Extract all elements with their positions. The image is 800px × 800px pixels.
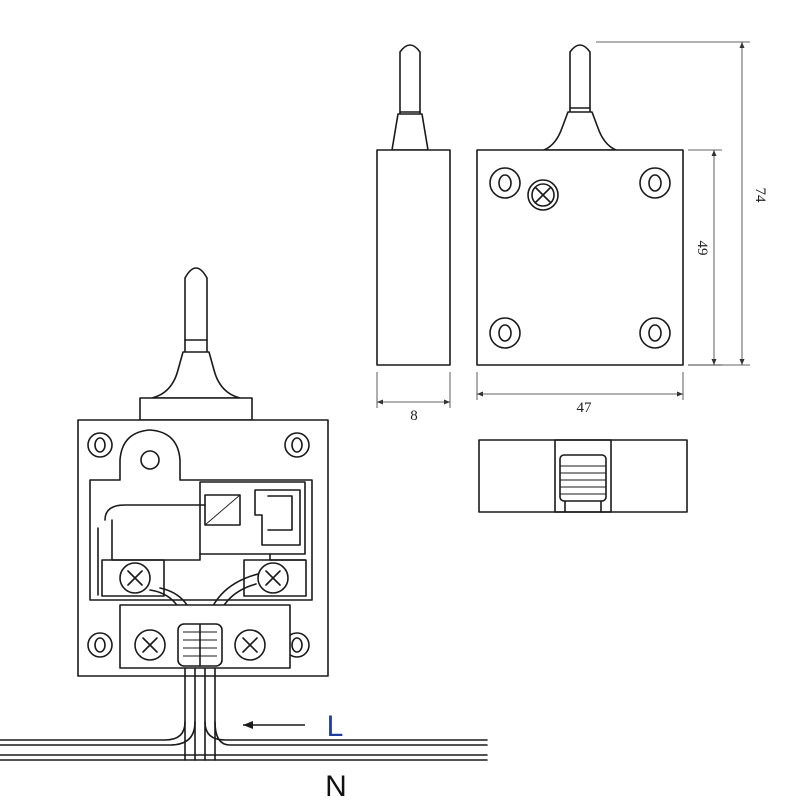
upper-right-terminal-screw-icon	[257, 562, 289, 594]
housing-hole-top-right	[284, 432, 310, 458]
front-width-value: 47	[577, 400, 593, 416]
internal-wiring-view	[0, 267, 488, 761]
cable-clamp	[177, 623, 223, 667]
body-height-value: 49	[694, 241, 710, 256]
side-view	[376, 44, 451, 366]
top-view	[478, 439, 688, 513]
mounting-hole-top-left	[489, 167, 521, 199]
housing-hole-top-left	[87, 432, 113, 458]
body-height-dimension: 49	[688, 149, 722, 366]
mounting-hole-bottom-right	[639, 317, 671, 349]
lower-left-terminal-screw-icon	[134, 629, 166, 661]
total-height-dimension: 74	[596, 41, 768, 366]
neutral-label: N	[325, 770, 347, 800]
side-width-value: 8	[410, 408, 418, 424]
live-label: L	[327, 710, 344, 743]
mounting-hole-bottom-left	[489, 317, 521, 349]
neutral-wire-label: N	[325, 770, 347, 800]
lower-right-terminal-screw-icon	[234, 629, 266, 661]
mounting-hole-top-right	[639, 167, 671, 199]
side-width-dimension: 8	[376, 372, 451, 424]
front-width-dimension: 47	[476, 372, 684, 416]
live-wire-label: L	[243, 710, 343, 743]
front-screw-icon	[527, 179, 559, 211]
front-view	[476, 44, 684, 366]
upper-left-terminal-screw-icon	[119, 562, 151, 594]
total-height-value: 74	[752, 188, 768, 204]
housing-hole-bottom-left	[87, 632, 113, 658]
